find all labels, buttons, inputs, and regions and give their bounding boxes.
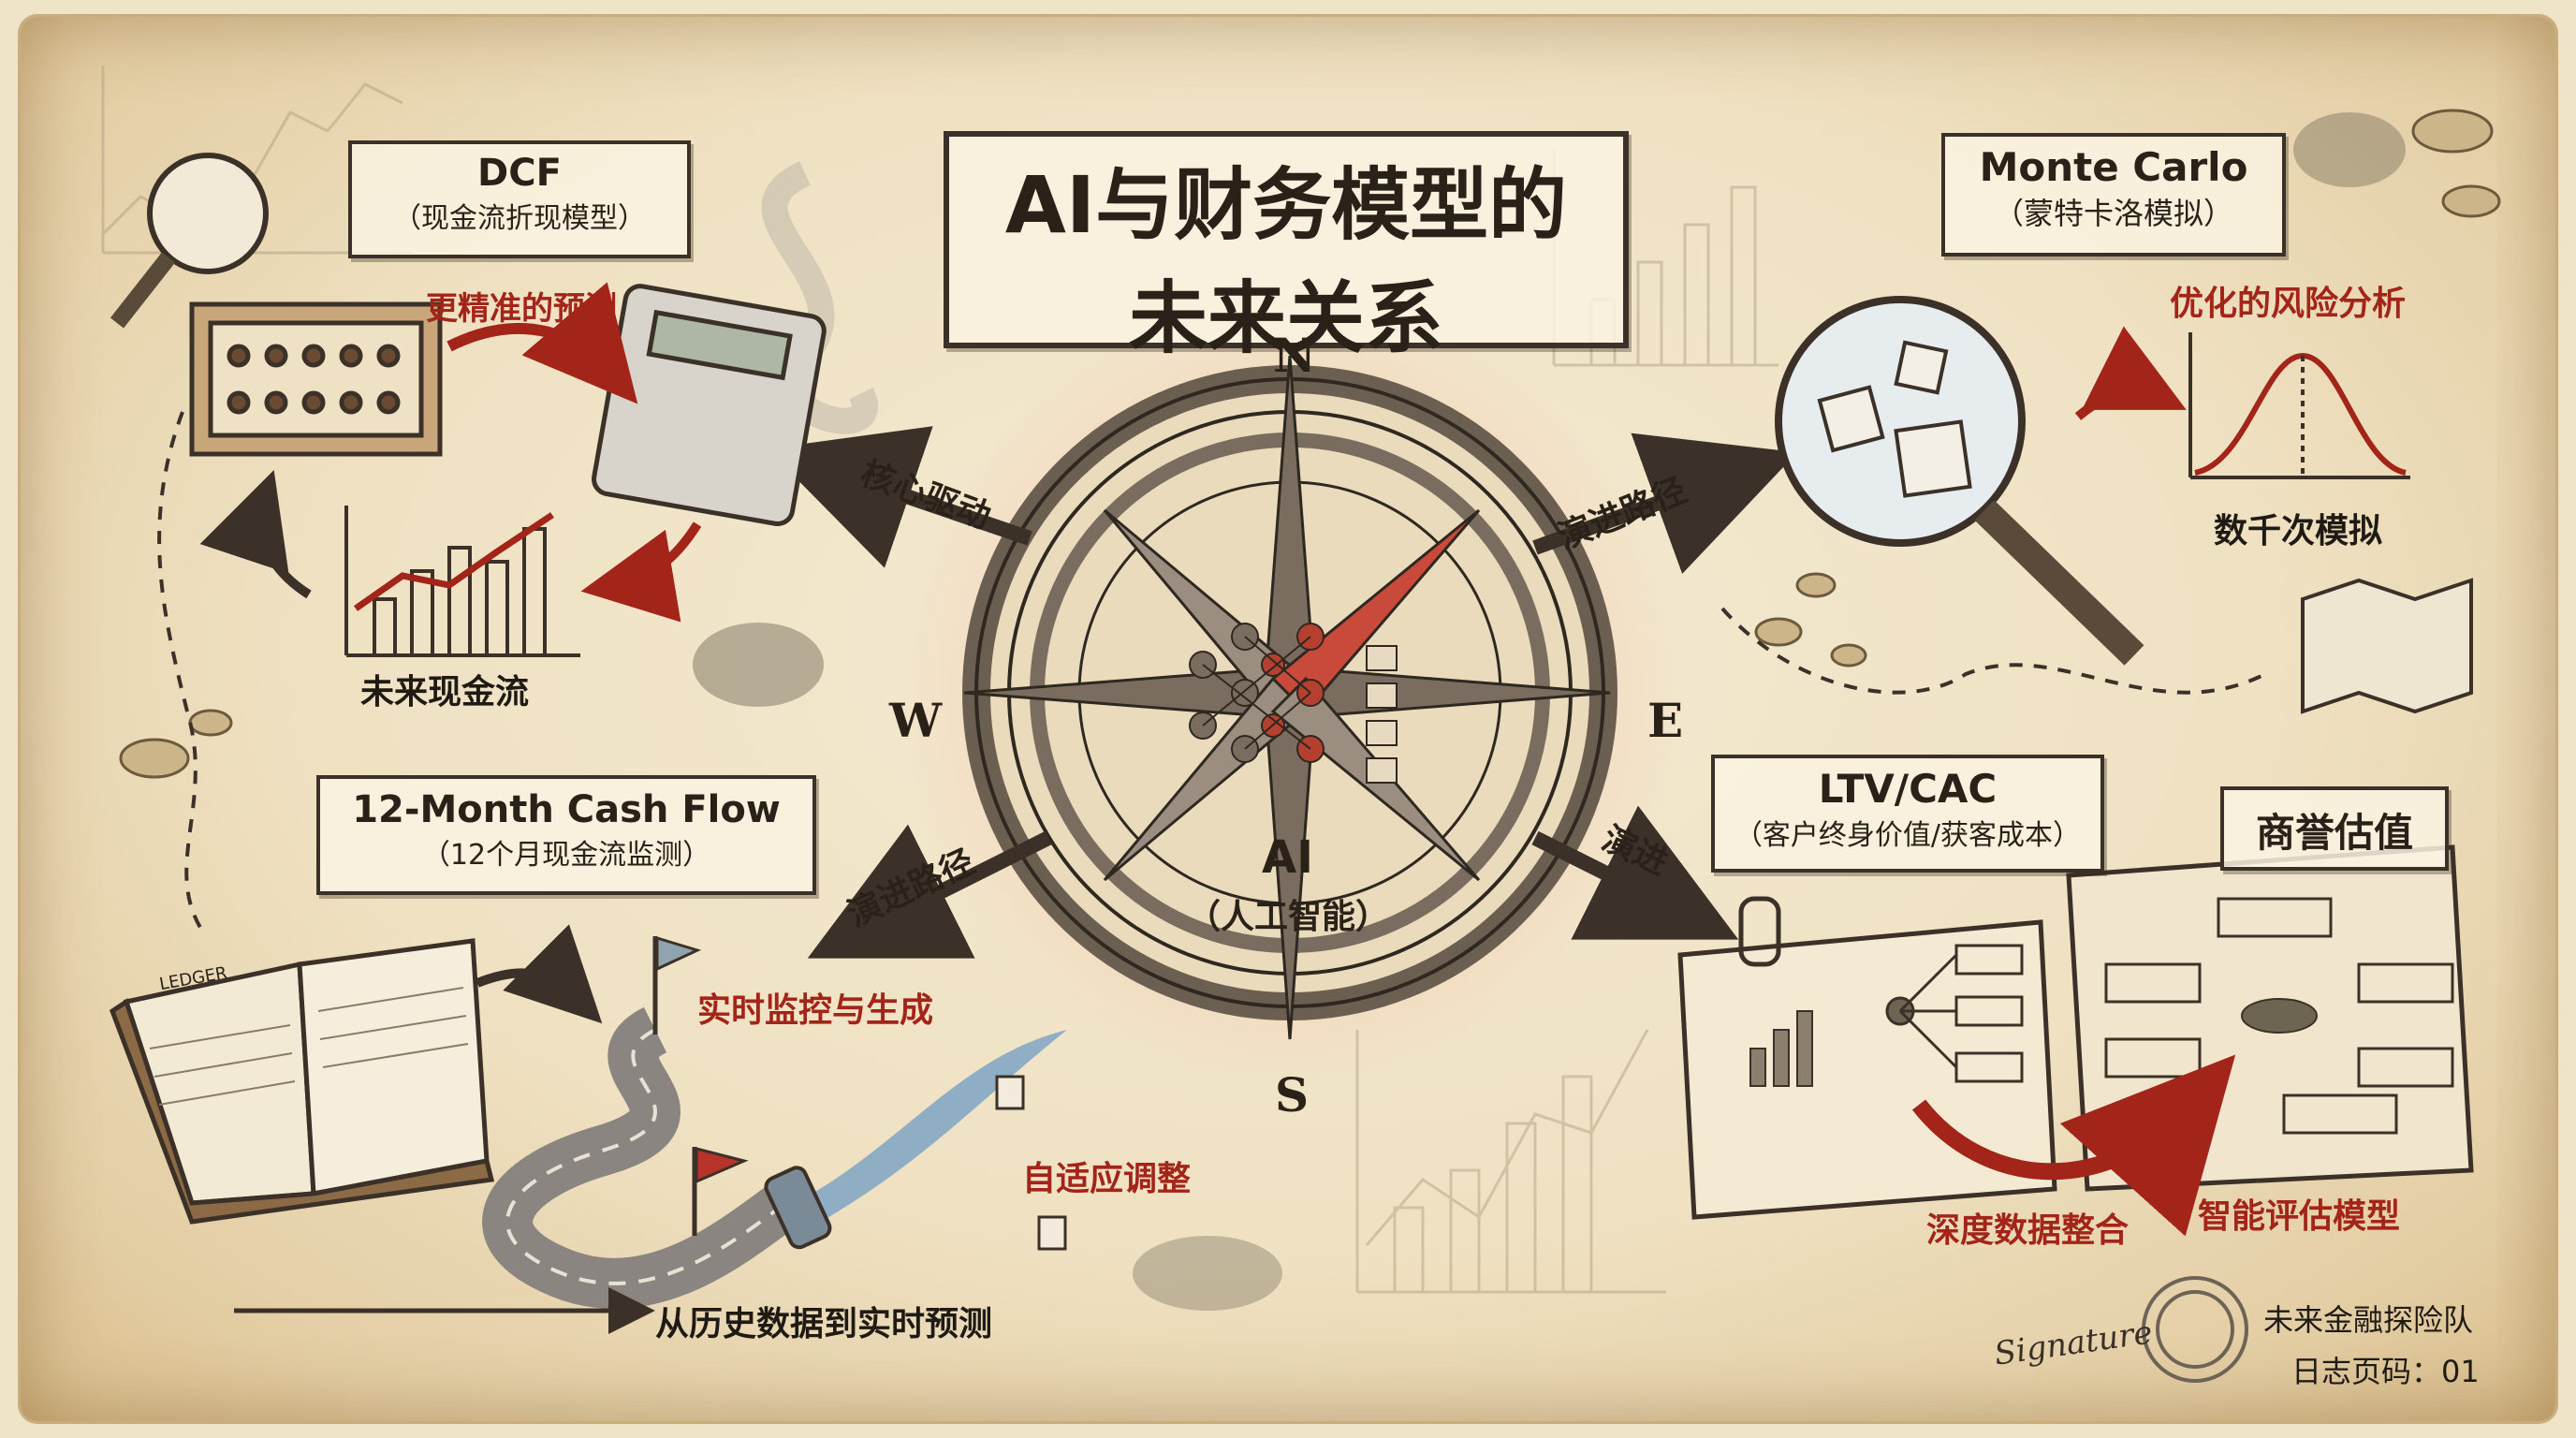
goodwill-title: 商誉估值: [2255, 810, 2413, 856]
title-line-2: 未来关系: [1128, 272, 1443, 364]
cycle-arrow: [199, 470, 312, 599]
ink-stain: [2293, 112, 2406, 187]
main-title-box: AI与财务模型的 未来关系: [944, 131, 1629, 364]
cashflow-subtitle: （12个月现金流监测）: [421, 839, 711, 872]
abacus-icon: [189, 301, 443, 457]
history-to-realtime-label: 从历史数据到实时预测: [655, 1305, 993, 1343]
compass-w: W: [889, 693, 943, 748]
montecarlo-label-box: Monte Carlo （蒙特卡洛模拟）: [1941, 133, 2286, 257]
neural-network-icon: [1189, 623, 1398, 784]
red-arrow-risk: [2074, 326, 2187, 420]
magnifier-icon: [110, 153, 269, 329]
ltv-title: LTV/CAC: [1818, 766, 1998, 812]
calculator-icon: [592, 284, 827, 527]
dcf-label-box: DCF （现金流折现模型）: [348, 140, 691, 258]
dcf-chart-label: 未来现金流: [360, 673, 530, 712]
compass-ai-label: AI: [1262, 831, 1314, 884]
dcf-arrow-label: 更精准的预测: [426, 290, 617, 328]
adaptive-adjust-label: 自适应调整: [1022, 1160, 1192, 1198]
montecarlo-title: Monte Carlo: [1979, 144, 2248, 190]
ltv-subtitle: （客户终身价值/获客成本）: [1734, 819, 2082, 852]
goodwill-diagram-paper: [2066, 844, 2474, 1192]
magnifier-dice-icon: [1775, 296, 2144, 666]
ink-stain: [693, 623, 824, 707]
dashed-path-right: [1720, 607, 2266, 695]
log-page-number: 日志页码：01: [2291, 1354, 2480, 1389]
risk-distribution-chart: [2188, 332, 2410, 479]
winding-road: [482, 1006, 801, 1309]
goodwill-label-box: 商誉估值: [2220, 786, 2449, 871]
red-arrow-integration: [1911, 1054, 2236, 1237]
dcf-subtitle: （现金流折现模型）: [393, 202, 646, 235]
dashed-path-left: [157, 411, 208, 938]
compass-n: N: [1273, 328, 1316, 383]
doc-icons: [995, 1075, 1067, 1251]
ledger-book-icon: [109, 938, 495, 1225]
team-name: 未来金融探险队: [2263, 1302, 2474, 1338]
red-arrow-cycle: [580, 521, 702, 623]
coin-stack: [119, 109, 2501, 779]
red-arrow-to-calculator: [446, 282, 638, 404]
data-integration-label: 深度数据整合: [1926, 1211, 2130, 1250]
flow-arrows: [767, 426, 1798, 959]
compass-ai-sublabel: （人工智能）: [1187, 898, 1390, 936]
ink-stain: [1133, 1236, 1282, 1311]
smart-valuation-label: 智能评估模型: [2198, 1197, 2401, 1236]
simulations-label: 数千次模拟: [2214, 512, 2383, 550]
seal-stamp-icon: [2142, 1276, 2248, 1383]
map-icon: [2301, 578, 2473, 714]
compass-e: E: [1647, 693, 1684, 748]
dcf-title: DCF: [477, 152, 562, 195]
data-stream: [786, 1030, 1067, 1236]
flag-icon: [692, 1147, 749, 1236]
title-line-1: AI与财务模型的: [1004, 159, 1568, 251]
flag-icon: [652, 935, 702, 1034]
cashflow-title: 12-Month Cash Flow: [352, 788, 781, 831]
future-cashflow-chart: [344, 506, 580, 657]
ltv-label-box: LTV/CAC （客户终身价值/获客成本）: [1711, 755, 2104, 873]
realtime-monitor-label: 实时监控与生成: [697, 991, 934, 1030]
cashflow-label-box: 12-Month Cash Flow （12个月现金流监测）: [316, 775, 816, 895]
montecarlo-subtitle: （蒙特卡洛模拟）: [1993, 196, 2233, 231]
risk-analysis-label: 优化的风险分析: [2170, 285, 2407, 323]
data-pipe: [764, 1166, 832, 1250]
compass-s: S: [1275, 1067, 1310, 1123]
arrow-to-road: [476, 924, 603, 1024]
